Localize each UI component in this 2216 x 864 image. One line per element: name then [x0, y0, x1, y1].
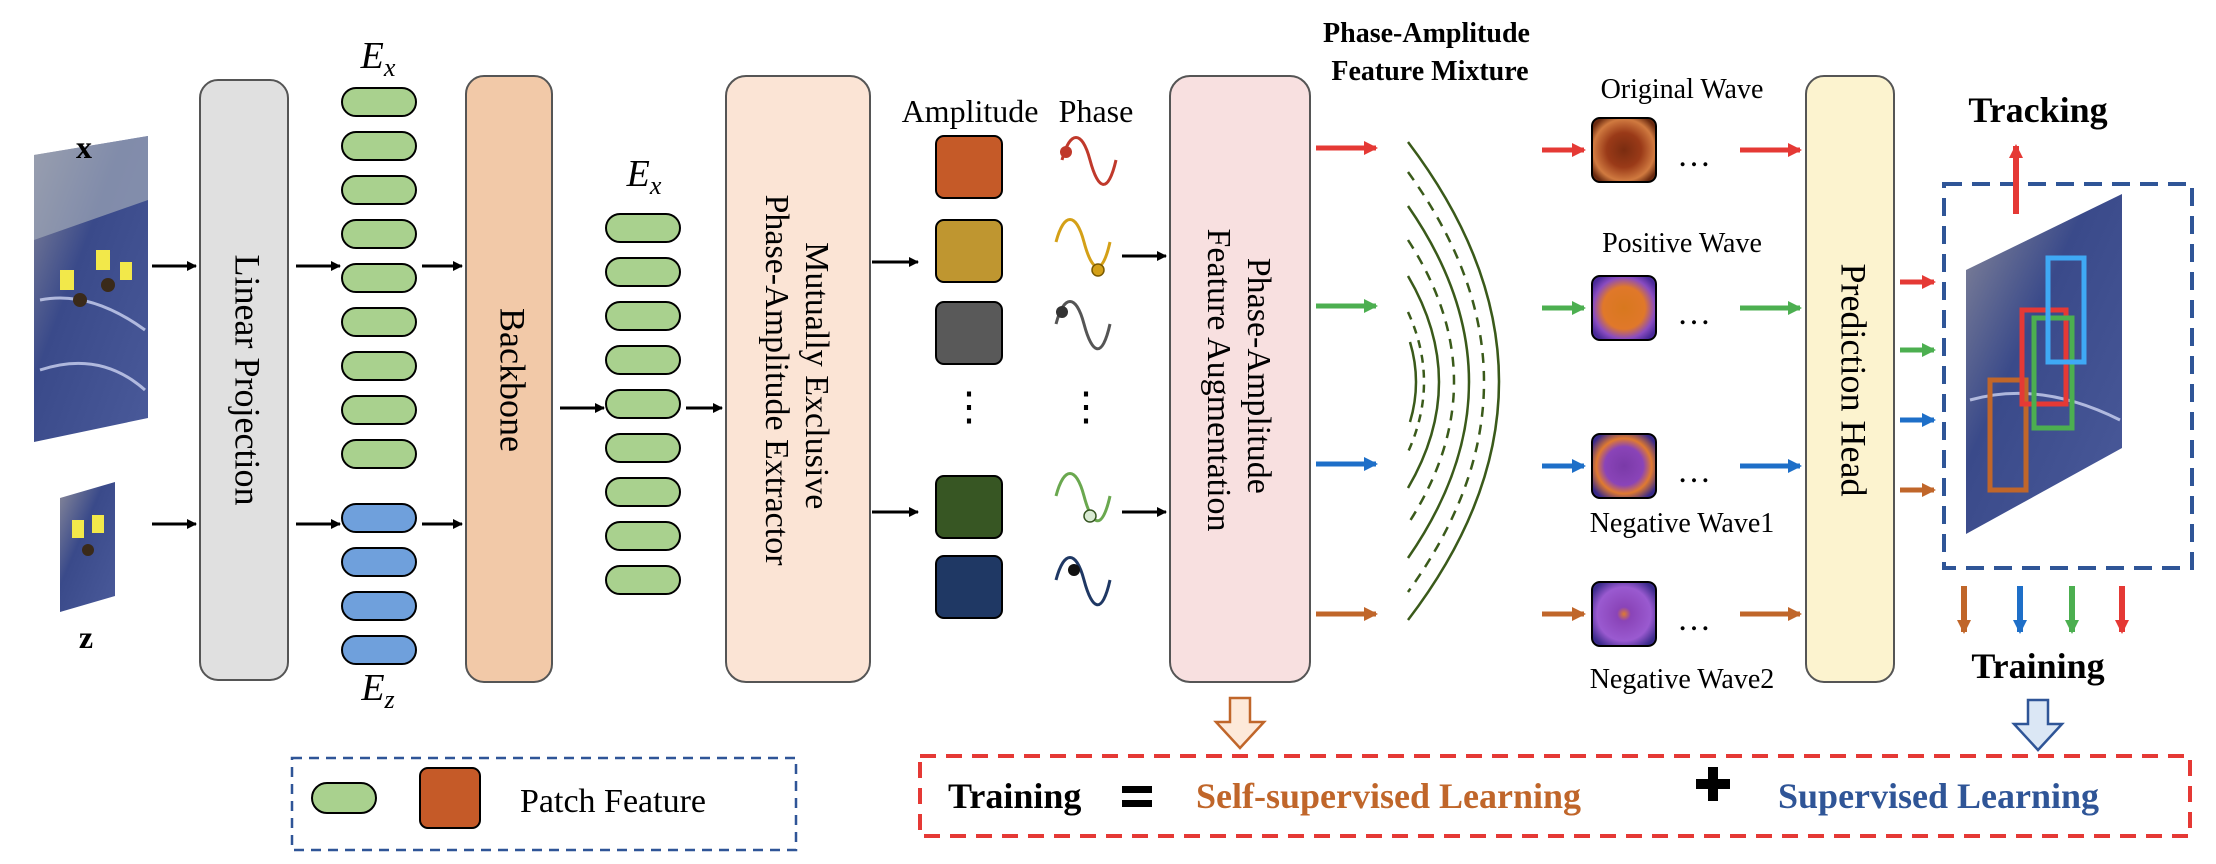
negative-wave1-label: Negative Wave1	[1590, 508, 1775, 539]
template-input-label: z	[79, 619, 93, 655]
ellipsis-4: …	[1677, 601, 1711, 638]
phase-wave-5	[1054, 556, 1112, 607]
ex-token-1	[341, 87, 417, 117]
search-image	[34, 136, 148, 442]
ex-token-3	[341, 175, 417, 205]
positive-wave-map	[1591, 275, 1657, 341]
ex-token-5	[341, 263, 417, 293]
amplitude-square-4	[935, 475, 1003, 539]
mixture-title: Phase-Amplitude Feature Mixture	[1323, 18, 1537, 87]
tracking-label: Tracking	[1968, 90, 2107, 130]
ex-output-token-6	[605, 433, 681, 463]
formula-self-supervised: Self-supervised Learning	[1196, 776, 1581, 816]
ellipsis-2: …	[1677, 295, 1711, 332]
equals-top-bar	[1122, 786, 1152, 793]
equals-bottom-bar	[1122, 800, 1152, 807]
mixture-curves	[1406, 141, 1501, 621]
plus-icon	[1696, 767, 1730, 801]
amplitude-title: Amplitude	[902, 93, 1039, 129]
augmentation-block	[1169, 75, 1311, 683]
ex-output-token-2	[605, 257, 681, 287]
ez-label: Ez	[360, 667, 394, 714]
phase-ellipsis: ⋮	[1066, 384, 1106, 429]
ex-token-9	[341, 439, 417, 469]
augmentation-label: Phase-Amplitude Feature Augmentation	[1200, 228, 1277, 531]
extractor-block	[725, 75, 871, 683]
ellipsis-1: …	[1677, 137, 1711, 174]
positive-wave-label: Positive Wave	[1602, 228, 1762, 259]
original-wave-label: Original Wave	[1601, 74, 1764, 105]
negative-wave2-label: Negative Wave2	[1590, 664, 1775, 695]
ex-token-4	[341, 219, 417, 249]
legend-token-green	[311, 782, 377, 814]
backbone-label: Backbone	[493, 308, 533, 452]
ez-token-4	[341, 635, 417, 665]
training-output-label: Training	[1971, 646, 2104, 686]
formula-supervised: Supervised Learning	[1778, 776, 2099, 816]
legend-label: Patch Feature	[520, 783, 706, 820]
hollow-arrow-supervised	[2011, 698, 2065, 752]
ex-token-6	[341, 307, 417, 337]
token-column-2	[605, 213, 681, 595]
amplitude-square-2	[935, 219, 1003, 283]
ellipsis-3: …	[1677, 453, 1711, 490]
ex-token-2	[341, 131, 417, 161]
ex-token-7	[341, 351, 417, 381]
output-dashed-frame	[1942, 182, 2194, 570]
legend-square-orange	[419, 767, 481, 829]
phase-wave-1	[1060, 136, 1118, 186]
ex-output-token-8	[605, 521, 681, 551]
amplitude-square-1	[935, 135, 1003, 199]
formula-frame	[918, 754, 2192, 838]
ex-label-2: Ex	[626, 153, 662, 200]
output-tracking-image	[1966, 194, 2122, 534]
amplitude-ellipsis: ⋮	[949, 384, 989, 429]
formula-training: Training	[948, 776, 1081, 816]
ex-output-token-9	[605, 565, 681, 595]
prediction-head-label: Prediction Head	[1834, 264, 1874, 497]
amplitude-square-5	[935, 555, 1003, 619]
search-input-label: x	[76, 129, 92, 165]
ex-output-token-3	[605, 301, 681, 331]
prediction-head-block	[1805, 75, 1895, 683]
token-column-1	[341, 87, 417, 665]
negative-wave2-map	[1591, 581, 1657, 647]
extractor-label: Mutually Exclusive Phase-Amplitude Extra…	[758, 194, 835, 566]
hollow-arrow-self-supervised	[1213, 696, 1267, 750]
ex-output-token-1	[605, 213, 681, 243]
phase-wave-4	[1054, 472, 1112, 523]
negative-wave1-map	[1591, 433, 1657, 499]
amplitude-square-3	[935, 301, 1003, 365]
template-image	[60, 482, 115, 612]
legend-frame	[290, 756, 798, 852]
phase-wave-2	[1054, 218, 1112, 277]
linear-projection-label: Linear Projection	[228, 255, 268, 506]
ez-token-1	[341, 503, 417, 533]
backbone-block	[465, 75, 553, 683]
ex-token-8	[341, 395, 417, 425]
ex-output-token-4	[605, 345, 681, 375]
ex-label-top: Ex	[360, 35, 396, 82]
phase-title: Phase	[1059, 93, 1134, 129]
linear-projection-block	[199, 79, 289, 681]
original-wave-map	[1591, 117, 1657, 183]
ex-output-token-7	[605, 477, 681, 507]
ex-output-token-5	[605, 389, 681, 419]
ez-token-3	[341, 591, 417, 621]
ez-token-2	[341, 547, 417, 577]
phase-wave-3	[1054, 300, 1112, 351]
